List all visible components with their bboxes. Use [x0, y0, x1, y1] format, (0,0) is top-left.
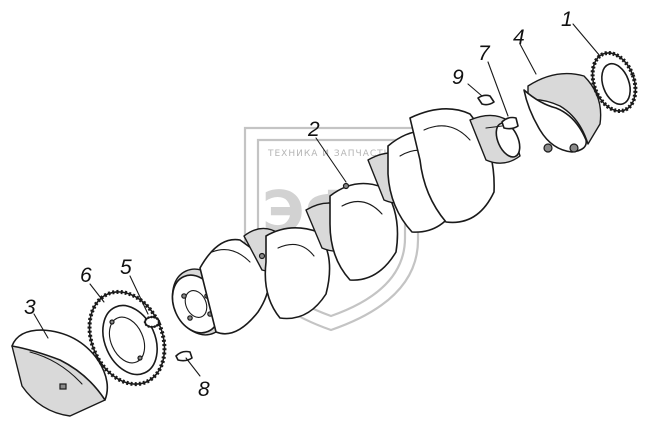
leader-8 [185, 357, 201, 377]
part-3-thrust-half-washer [11, 329, 109, 417]
leader-9 [467, 83, 483, 97]
callout-3: 3 [24, 296, 36, 319]
gear-hole [137, 355, 143, 361]
part-2-crankshaft [171, 108, 521, 336]
leader-4 [519, 43, 537, 75]
washer-notch [59, 383, 67, 390]
callout-6: 6 [80, 264, 92, 287]
watermark-tagline: ТЕХНИКА И ЗАПЧАСТИ [267, 149, 391, 159]
leader-5 [129, 275, 149, 315]
leader-6 [89, 283, 105, 303]
callout-4: 4 [513, 26, 525, 49]
leader-7 [487, 61, 509, 117]
part-5-spring [143, 315, 161, 329]
part-9-pin [477, 94, 495, 106]
leader-3 [33, 313, 49, 339]
part-8-key [175, 350, 193, 362]
callout-7: 7 [478, 42, 491, 65]
callout-labels: 1 2 3 4 5 6 7 8 9 [24, 8, 573, 401]
leader-2 [315, 137, 347, 183]
leader-1 [572, 23, 601, 57]
callout-5: 5 [120, 256, 132, 279]
callout-1: 1 [561, 8, 573, 31]
part-4-thrust-half-washer [523, 72, 602, 153]
callout-2: 2 [307, 118, 320, 141]
gear-hole [109, 319, 115, 325]
callout-9: 9 [452, 66, 464, 89]
part-1-gear-ring [590, 50, 638, 114]
part-7-dowel [501, 116, 519, 130]
part-6-gear-ring [87, 289, 167, 387]
callout-8: 8 [198, 378, 210, 401]
leader-lines [33, 23, 601, 377]
